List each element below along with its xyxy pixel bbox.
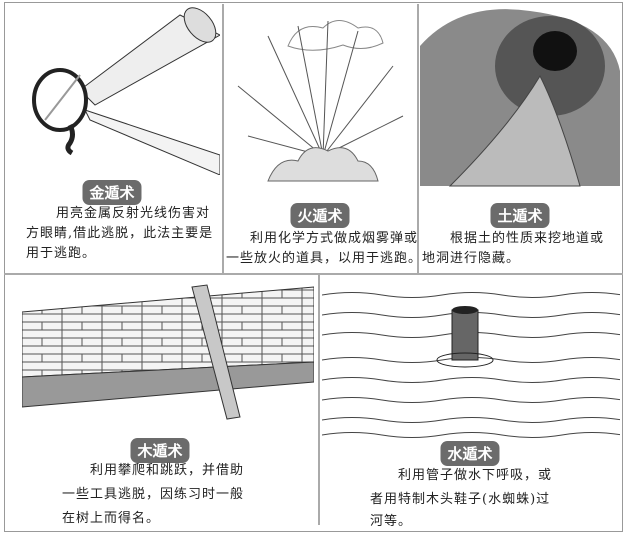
divider bbox=[417, 4, 419, 274]
water-pipe-illustration bbox=[322, 292, 620, 438]
description-line: 在树上而得名。 bbox=[62, 511, 161, 526]
tunnel-illustration bbox=[420, 9, 620, 187]
description-line: 根据土的性质来挖地道或 bbox=[450, 231, 605, 246]
mirror-illustration bbox=[32, 7, 220, 175]
description-line: 利用管子做水下呼吸，或 bbox=[398, 468, 553, 483]
description-line: 用于逃跑。 bbox=[26, 246, 97, 261]
description-line: 者用特制木头鞋子(水蜘蛛)过 bbox=[370, 492, 551, 507]
divider bbox=[4, 273, 623, 275]
page-frame bbox=[4, 2, 623, 532]
description-line: 用亮金属反射光线伤害对 bbox=[56, 206, 211, 221]
divider bbox=[318, 275, 320, 525]
description-line: 利用化学方式做成烟雾弹或 bbox=[250, 231, 419, 246]
panel-title: 水遁术 bbox=[440, 441, 500, 466]
description-line: 一些工具逃脱，因练习时一般 bbox=[62, 487, 245, 502]
smoke-explosion-illustration bbox=[237, 20, 404, 182]
panel-title: 火遁术 bbox=[290, 203, 350, 228]
description-line: 方眼睛,借此逃脱，此法主要是 bbox=[26, 226, 214, 241]
divider bbox=[222, 4, 224, 274]
description-line: 河等。 bbox=[370, 514, 413, 529]
panel-title: 金遁术 bbox=[82, 180, 142, 205]
description-line: 一些放火的道具，以用于逃跑。 bbox=[226, 251, 423, 266]
panel-title: 木遁术 bbox=[130, 438, 190, 463]
panel-title: 土遁术 bbox=[490, 203, 550, 228]
description-line: 利用攀爬和跳跃，并借助 bbox=[90, 463, 245, 478]
description-line: 地洞进行隐藏。 bbox=[422, 251, 521, 266]
wall-and-pole-illustration bbox=[22, 284, 314, 420]
